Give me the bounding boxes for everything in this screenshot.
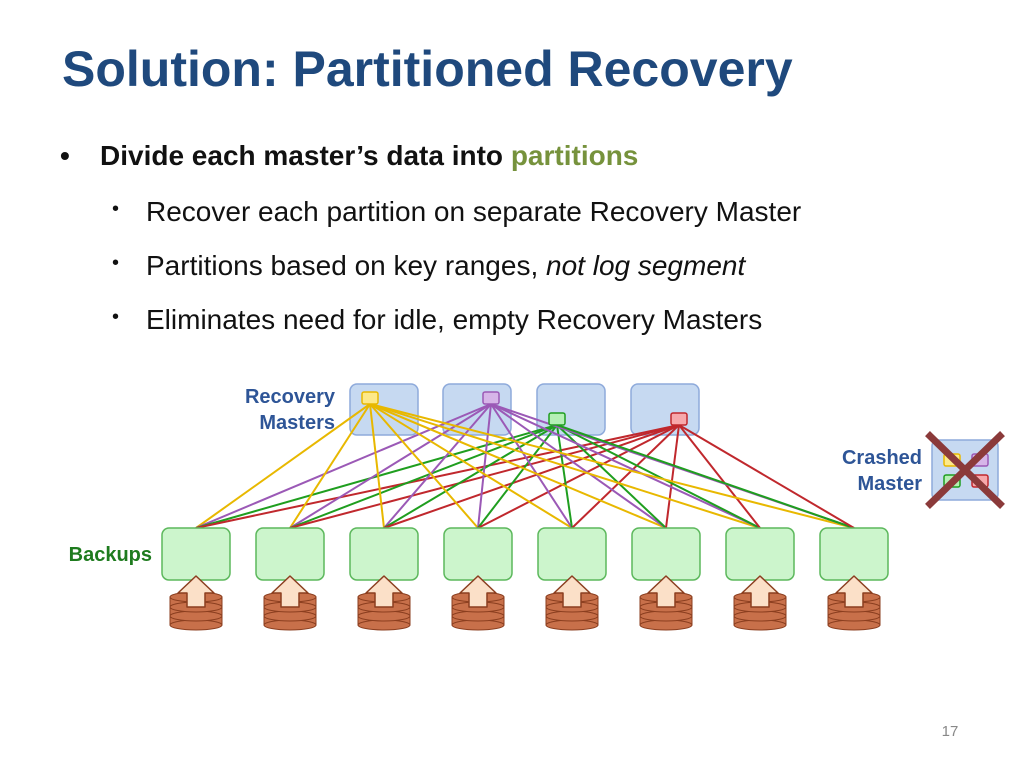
backup-box (349, 527, 419, 581)
partition-square-green (548, 412, 566, 426)
partition-line-purple (383, 403, 492, 529)
backup-box (819, 527, 889, 581)
partition-line-red (678, 424, 855, 529)
partition-line-yellow (369, 403, 761, 529)
backups-label: Backups (68, 544, 152, 566)
partition-line-green (556, 424, 855, 529)
crashed-master-label-line2: Master (857, 473, 922, 495)
partition-line-yellow (369, 403, 573, 529)
partition-line-purple (289, 403, 492, 529)
sub-bullet-text: Partitions based on key ranges, not log … (146, 250, 745, 282)
sub-bullet-plain: Partitions based on key ranges, (146, 250, 547, 281)
backup-box (725, 527, 795, 581)
up-arrow-icon (459, 575, 497, 608)
partition-line-red (665, 424, 680, 529)
main-bullet-prefix: Divide each master’s data into (100, 140, 511, 171)
partition-line-green (556, 424, 761, 529)
sub-bullet-plain: Recover each partition on separate Recov… (146, 196, 802, 227)
crashed-master-label-line1: Crashed (841, 447, 922, 469)
up-arrow-icon (741, 575, 779, 608)
backup-node (537, 527, 607, 631)
partition-square-red (670, 412, 688, 426)
sub-bullet-text: Eliminates need for idle, empty Recovery… (146, 304, 762, 336)
backup-node (161, 527, 231, 631)
partition-line-red (383, 424, 680, 529)
partition-line-red (477, 424, 680, 529)
partition-square-purple (482, 391, 500, 405)
up-arrow-icon (365, 575, 403, 608)
main-bullet-text: Divide each master’s data into partition… (100, 140, 638, 172)
partition-line-purple (477, 403, 492, 529)
partition-square-yellow (361, 391, 379, 405)
slide-title: Solution: Partitioned Recovery (62, 41, 793, 97)
backup-node (631, 527, 701, 631)
recovery-masters-label-line1: Recovery (244, 386, 335, 408)
partition-line-yellow (369, 403, 479, 529)
partition-line-red (289, 424, 680, 529)
backup-box (161, 527, 231, 581)
partition-line-purple (490, 403, 667, 529)
sub-bullet-italic: not log segment (546, 250, 746, 281)
crashed-x-icon (925, 431, 1005, 509)
partition-line-yellow (369, 403, 385, 529)
partition-line-green (195, 424, 558, 529)
backup-node (443, 527, 513, 631)
partition-line-yellow (289, 403, 371, 529)
sub-bullet-plain: Eliminates need for idle, empty Recovery… (146, 304, 763, 335)
crashed-master-label: Crashed Master (800, 445, 922, 497)
recovery-masters-label-line2: Masters (259, 412, 335, 434)
up-arrow-icon (553, 575, 591, 608)
up-arrow-icon (835, 575, 873, 608)
partition-line-green (383, 424, 558, 529)
partition-line-red (571, 424, 680, 529)
partition-line-yellow (369, 403, 855, 529)
backup-box (537, 527, 607, 581)
main-bullet-highlight: partitions (510, 140, 639, 171)
backup-node (255, 527, 325, 631)
up-arrow-icon (647, 575, 685, 608)
partition-line-green (556, 424, 573, 529)
partition-line-green (289, 424, 558, 529)
up-arrow-icon (177, 575, 215, 608)
partition-line-yellow (195, 403, 371, 529)
recovery-masters-label: Recovery Masters (200, 384, 335, 436)
bullet-dot: • (112, 306, 120, 328)
partition-line-purple (195, 403, 492, 529)
backup-box (255, 527, 325, 581)
backup-node (725, 527, 795, 631)
backup-node (349, 527, 419, 631)
partition-line-purple (490, 403, 573, 529)
partition-line-yellow (369, 403, 667, 529)
bullet-dot: • (112, 252, 120, 274)
bullet-dot: • (60, 140, 70, 171)
page-number: 17 (941, 723, 959, 740)
partition-line-purple (490, 403, 761, 529)
backup-box (443, 527, 513, 581)
x-stroke (925, 431, 1005, 509)
bullet-dot: • (112, 198, 120, 220)
partition-line-red (195, 424, 680, 529)
sub-bullet-text: Recover each partition on separate Recov… (146, 196, 801, 228)
backup-node (819, 527, 889, 631)
up-arrow-icon (271, 575, 309, 608)
partition-line-red (678, 424, 761, 529)
backup-box (631, 527, 701, 581)
